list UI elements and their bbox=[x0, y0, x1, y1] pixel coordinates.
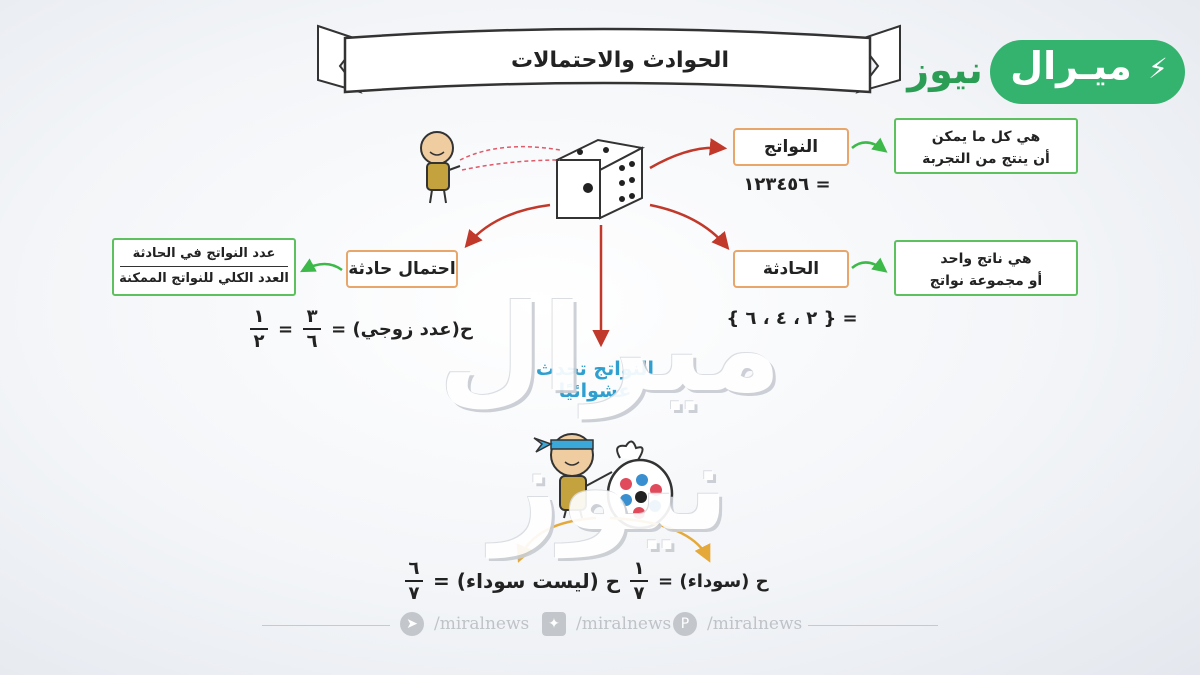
outcomes-definition-line2: أن ينتج من التجربة bbox=[922, 151, 1050, 167]
watermark-text: ميرال نيوز bbox=[438, 280, 782, 558]
even-probability-example: ١ ٢ = ٣ ٦ ح(عدد زوجي) = bbox=[250, 306, 473, 352]
blindfolded-person-icon bbox=[533, 433, 613, 519]
telegram-icon[interactable]: ➤ bbox=[400, 612, 424, 636]
fraction-half: ١ ٢ bbox=[250, 306, 268, 352]
arrow-to-not-black bbox=[516, 516, 597, 563]
black-probability: ١ ٧ ح (سوداء) = bbox=[630, 558, 769, 604]
page-title: الحوادث والاحتمالات bbox=[511, 48, 729, 73]
footer-divider-right bbox=[808, 625, 938, 626]
frac-bar bbox=[630, 580, 648, 582]
fraction-six-sevenths: ٦ ٧ bbox=[405, 558, 423, 604]
arrow-to-event bbox=[649, 203, 730, 251]
arrow-outcomes-definition bbox=[851, 137, 888, 153]
twitter-handle[interactable]: /miralnews bbox=[576, 614, 672, 634]
event-definition-line2: أو مجموعة نواتج bbox=[929, 273, 1043, 289]
arrow-probability-formula bbox=[300, 258, 343, 273]
twitter-icon[interactable]: ✦ bbox=[542, 612, 566, 636]
frac-numerator: ٦ bbox=[408, 558, 420, 579]
equals-sign: = bbox=[278, 318, 294, 340]
outcomes-definition: هي كل ما يمكن أن ينتج من التجربة bbox=[894, 118, 1078, 174]
frac-denominator: ٢ bbox=[253, 331, 265, 352]
frac-denominator: ٧ bbox=[408, 583, 420, 604]
frac-bar bbox=[303, 328, 322, 330]
arrow-to-outcomes bbox=[649, 138, 728, 170]
frac-bar bbox=[405, 580, 423, 582]
formula-denominator: العدد الكلي للنواتج الممكنة bbox=[119, 271, 289, 286]
black-label: ح (سوداء) = bbox=[658, 570, 769, 592]
fraction-three-sixths: ٣ ٦ bbox=[303, 306, 322, 352]
outcomes-set: = ١٢٣٤٥٦ bbox=[743, 174, 831, 195]
fraction-one-seventh: ١ ٧ bbox=[630, 558, 648, 604]
frac-numerator: ١ bbox=[633, 558, 645, 579]
lightning-icon: ⚡ bbox=[1148, 52, 1168, 85]
outcomes-label: النواتج bbox=[733, 128, 849, 166]
dice-icon bbox=[554, 138, 646, 220]
frac-numerator: ٣ bbox=[306, 306, 318, 327]
frac-numerator: ١ bbox=[253, 306, 265, 327]
even-probability-expression: ح(عدد زوجي) = bbox=[331, 318, 473, 340]
formula-numerator: عدد النواتج في الحادثة bbox=[132, 246, 276, 261]
outcomes-definition-line1: هي كل ما يمكن bbox=[931, 129, 1041, 145]
event-definition-line1: هي ناتج واحد bbox=[940, 251, 1032, 267]
pinterest-handle[interactable]: /miralnews bbox=[707, 614, 803, 634]
probability-formula: عدد النواتج في الحادثة العدد الكلي للنوا… bbox=[112, 238, 296, 296]
not-black-probability: ٦ ٧ ح (ليست سوداء) = bbox=[405, 558, 620, 604]
arrow-to-probability bbox=[464, 203, 551, 249]
frac-denominator: ٦ bbox=[306, 331, 318, 352]
not-black-label: ح (ليست سوداء) = bbox=[433, 569, 621, 593]
marble-bag-icon bbox=[606, 440, 674, 530]
arrow-event-definition bbox=[851, 257, 888, 273]
telegram-handle[interactable]: /miralnews bbox=[434, 614, 530, 634]
pinterest-icon[interactable]: P bbox=[673, 612, 697, 636]
event-definition: هي ناتج واحد أو مجموعة نواتج bbox=[894, 240, 1078, 296]
footer-divider-left bbox=[262, 625, 390, 626]
event-label: الحادثة bbox=[733, 250, 849, 288]
random-outcomes-text: النواتج تحدث عشوائيًا bbox=[535, 358, 655, 402]
logo-text: ميـرال bbox=[1010, 44, 1132, 88]
event-set: = { ٢ ، ٤ ، ٦ } bbox=[726, 308, 858, 329]
title-banner bbox=[317, 24, 901, 94]
arrow-to-black bbox=[609, 516, 711, 563]
frac-denominator: ٧ bbox=[633, 583, 645, 604]
logo-subtext: نيوز bbox=[907, 48, 983, 92]
person-throwing-icon bbox=[420, 131, 561, 204]
formula-bar bbox=[120, 266, 288, 267]
logo-badge bbox=[990, 40, 1185, 104]
frac-bar bbox=[250, 328, 268, 330]
probability-label: احتمال حادثة bbox=[346, 250, 458, 288]
